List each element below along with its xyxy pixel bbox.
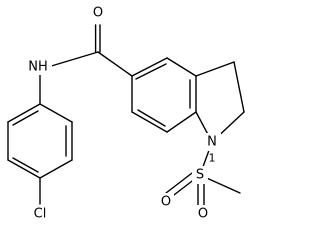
ring-bond [166,57,197,77]
bond-lines [7,24,245,206]
structure-diagram: O NH N 1 S O O Cl [7,4,245,223]
amide-cn-bond [47,51,99,68]
sulfur-label: S [196,168,204,183]
aryl-carbonyl-bond [97,51,133,77]
chlorine-label: Cl [34,207,47,222]
ring-bond [12,157,39,173]
sulfonyl-oxygen-label: O [161,195,171,210]
ring-bond [195,61,235,77]
atom-labels: O NH N 1 S O O Cl [24,4,221,223]
sulfonyl-bond-second [165,169,197,194]
ring-bond [233,61,245,113]
ring-bond [137,109,166,127]
ring-bond [39,159,73,179]
ring-bond [7,159,41,179]
ring-bond [135,63,167,80]
locant-label: 1 [209,152,216,165]
ring-bond [7,103,41,123]
carbonyl-oxygen-label: O [93,6,103,21]
molecule-drawing: O NH N 1 S O O Cl [7,4,245,223]
ring-bond [131,111,168,133]
ring-bond [12,110,39,126]
ring-bond [39,103,73,123]
indoline-nitrogen-label: N [207,135,217,150]
amide-nh-label: NH [28,60,48,75]
ring-bond [166,111,197,133]
sulfonyl-oxygen-label-2: O [198,207,208,222]
ring-bond [131,57,168,77]
